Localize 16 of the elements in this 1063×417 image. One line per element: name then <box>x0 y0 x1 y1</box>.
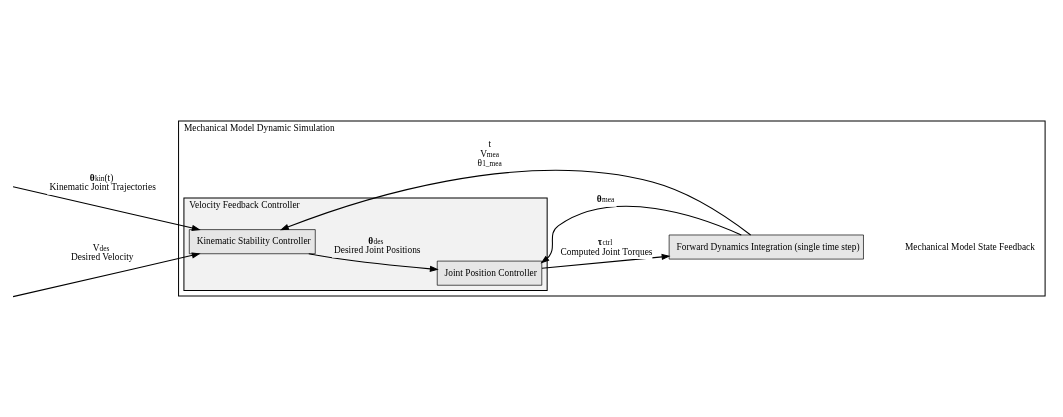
arrow <box>279 169 752 236</box>
edge-label: θdes Desired Joint Positions <box>334 235 421 256</box>
edge-label: Vdes Desired Velocity <box>71 242 134 262</box>
arrow <box>12 252 201 298</box>
node-box: Joint Position Controller <box>436 260 543 286</box>
arrow <box>541 253 671 269</box>
edge-label: τctrl Computed Joint Torques <box>560 237 653 257</box>
edge-label: θmea <box>596 193 615 204</box>
arrow <box>12 186 201 231</box>
node-box: Kinematic Stability Controller <box>188 229 316 255</box>
edge-label: θkin(t) Kinematic Joint Trajectories <box>49 172 156 193</box>
node-box: Forward Dynamics Integration (single time step) <box>668 234 864 260</box>
label: Mechanical Model State Feedback <box>905 241 1035 252</box>
arrow <box>308 253 439 272</box>
edge-label: t Vmea θ1_mea <box>477 139 502 169</box>
arrow <box>540 205 742 264</box>
